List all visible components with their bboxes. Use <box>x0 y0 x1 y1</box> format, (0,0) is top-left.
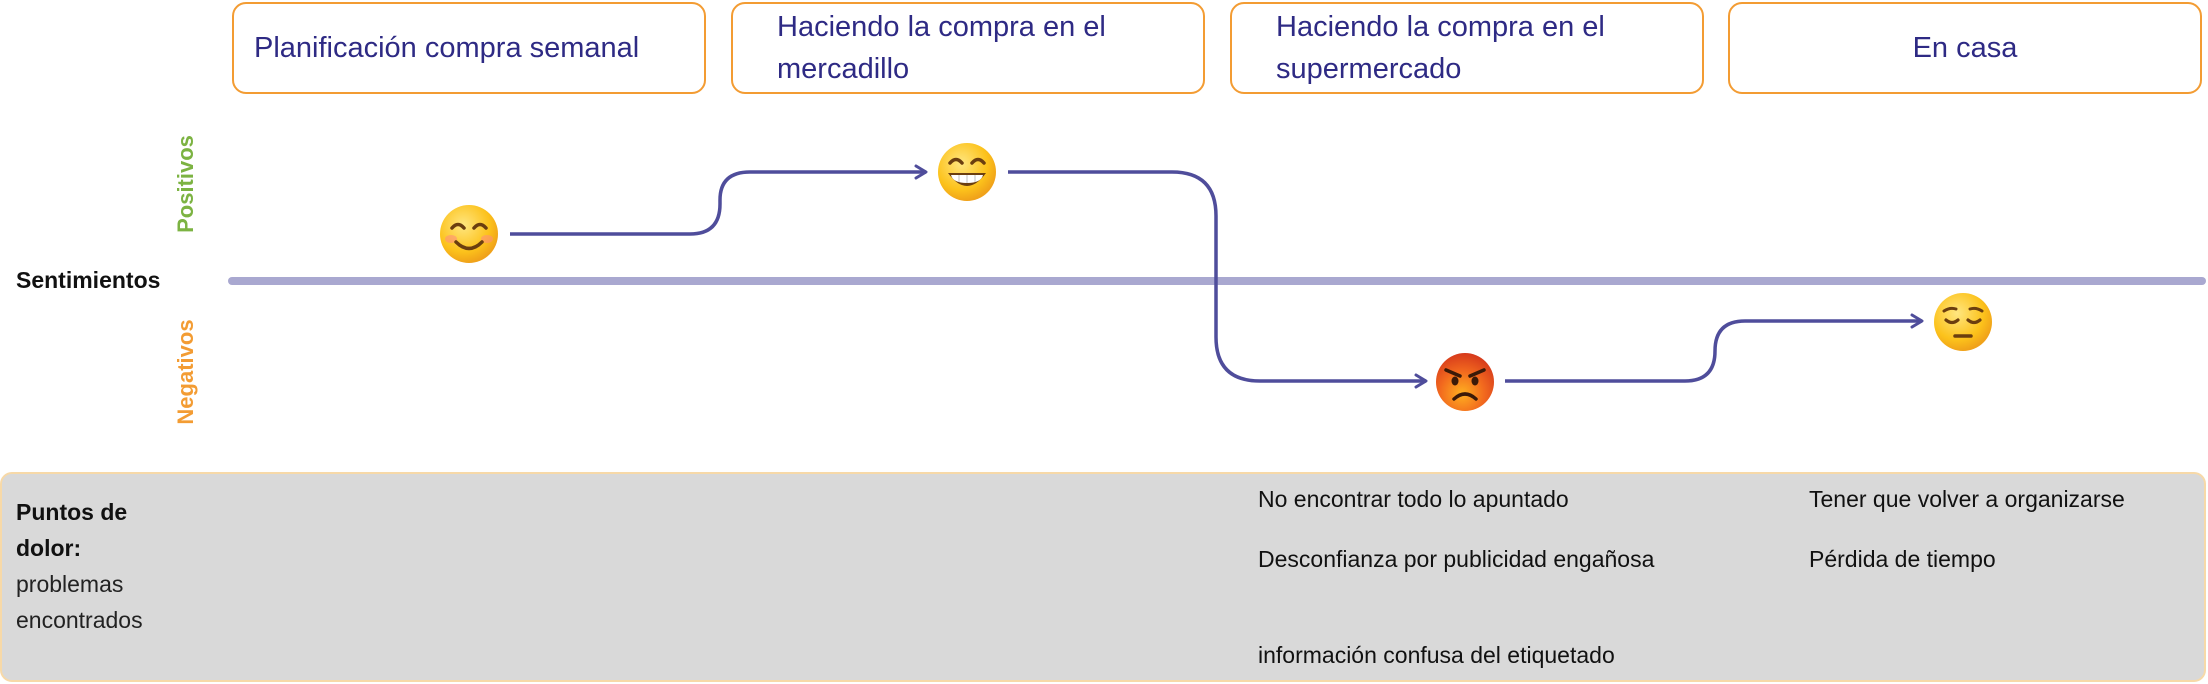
pain-point-item: Tener que volver a organizarse <box>1809 486 2125 512</box>
pain-point-item: No encontrar todo lo apuntado <box>1258 486 1569 512</box>
stage-en-casa: En casa <box>1728 2 2202 94</box>
sentiment-journey <box>228 164 2206 389</box>
grinning-face-icon <box>938 143 996 201</box>
pensive-face-icon <box>1934 293 1992 351</box>
stage-planificacion: Planificación compra semanal <box>232 2 706 94</box>
stage-label: Haciendo la compra en el mercadillo <box>777 11 1106 85</box>
pain-points-panel <box>0 472 2206 682</box>
stage-label: En casa <box>1912 32 2018 64</box>
angry-face-icon <box>1436 353 1494 411</box>
pain-point-item: Pérdida de tiempo <box>1809 546 1996 572</box>
stage-supermercado: Haciendo la compra en el supermercado <box>1230 2 1704 94</box>
smiling-face-icon <box>440 205 498 263</box>
pain-point-item: información confusa del etiquetado <box>1258 642 1615 668</box>
journey-segment-1 <box>510 164 928 236</box>
journey-segment-2 <box>1008 170 1428 389</box>
journey-segment-3 <box>1505 313 1924 383</box>
pain-points-subtitle: problemas encontrados <box>16 571 143 633</box>
stage-label: Planificación compra semanal <box>254 32 640 64</box>
stage-mercadillo: Haciendo la compra en el mercadillo <box>731 2 1205 94</box>
stage-label: Haciendo la compra en el supermercado <box>1276 11 1605 85</box>
sentiment-row-label: Sentimientos <box>16 267 161 293</box>
pain-point-item: Desconfianza por publicidad engañosa <box>1258 546 1655 572</box>
pain-points-title: Puntos de dolor: <box>16 499 128 561</box>
